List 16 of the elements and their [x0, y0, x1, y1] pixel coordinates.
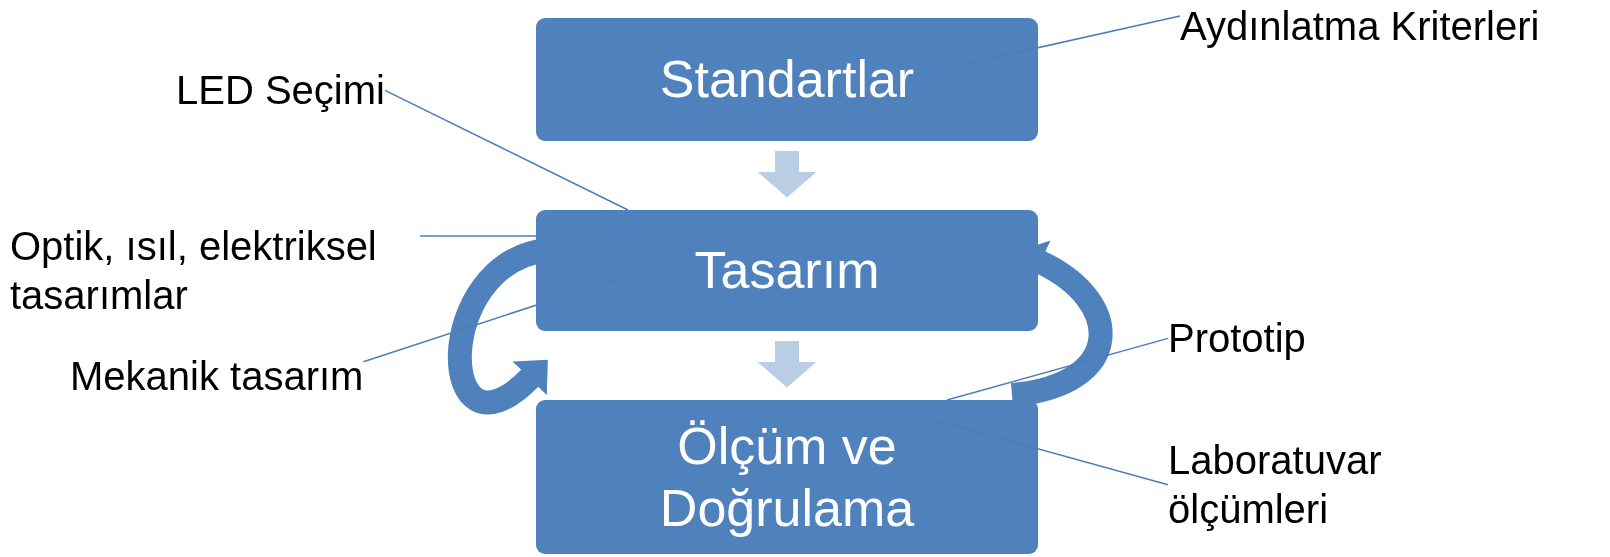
- leader-line: [384, 89, 629, 211]
- label-text: Aydınlatma Kriterleri: [1180, 2, 1540, 51]
- leader-line: [946, 337, 1169, 401]
- label-text: Prototip: [1168, 314, 1306, 363]
- process-box: Tasarım: [536, 210, 1038, 331]
- process-box: Standartlar: [536, 18, 1038, 141]
- label-text: Mekanik tasarım: [70, 352, 364, 401]
- process-box: Ölçüm ve Doğrulama: [536, 400, 1038, 554]
- leader-line: [936, 420, 1169, 486]
- block-arrow: [1010, 241, 1113, 407]
- label-text: Laboratuvar ölçümleri: [1168, 436, 1428, 534]
- label-text: Optik, ısıl, elektriksel tasarımlar: [10, 222, 420, 320]
- block-arrow: [757, 341, 817, 388]
- block-arrow: [447, 238, 551, 414]
- block-arrow: [757, 151, 817, 198]
- label-text: LED Seçimi: [176, 66, 385, 115]
